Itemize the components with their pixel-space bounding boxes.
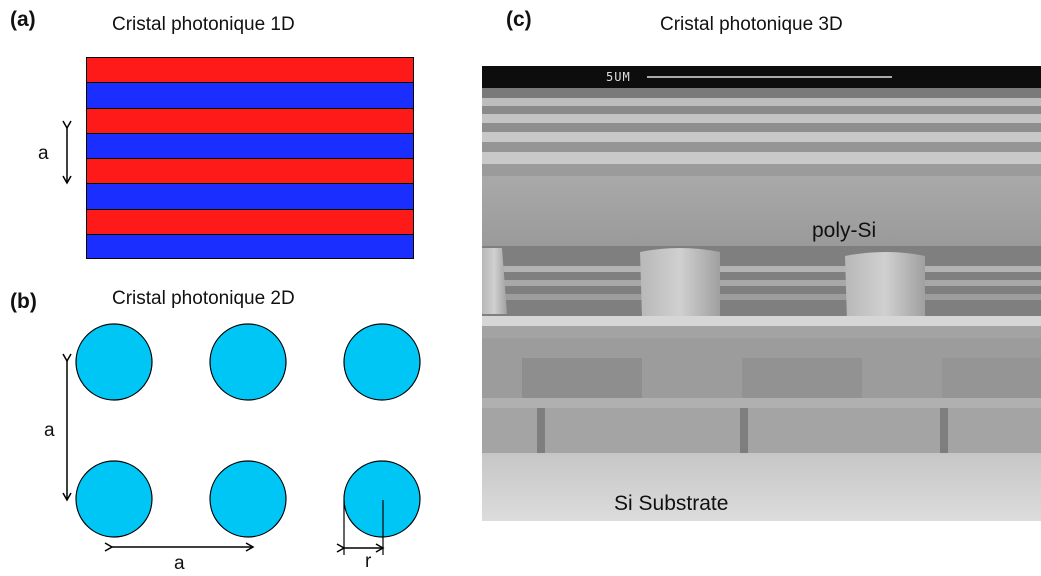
rod	[75, 323, 153, 401]
rod	[75, 460, 153, 538]
panel-c-title: Cristal photonique 3D	[660, 14, 843, 35]
layer-low-index	[87, 234, 413, 258]
rod	[209, 323, 287, 401]
layered-stack	[86, 57, 414, 259]
poly-si-label: poly-Si	[812, 219, 877, 242]
rod	[209, 460, 287, 538]
panel-b-label: (b)	[10, 290, 37, 313]
period-label-1d: a	[38, 143, 49, 164]
vertical-period-label-2d: a	[44, 420, 55, 441]
horizontal-period-label-2d: a	[174, 553, 185, 574]
panel-b-title: Cristal photonique 2D	[112, 288, 295, 309]
panel-a-label: (a)	[10, 8, 36, 31]
layer-high-index	[87, 209, 413, 235]
layer-low-index	[87, 184, 413, 210]
rod	[343, 323, 421, 401]
rod	[343, 460, 421, 538]
substrate-label: Si Substrate	[614, 492, 729, 515]
layer-low-index	[87, 83, 413, 109]
scale-bar-label: 5UM	[606, 70, 631, 84]
panel-a-title: Cristal photonique 1D	[112, 14, 295, 35]
radius-label: r	[365, 551, 372, 572]
rod-lattice	[75, 323, 421, 538]
layer-high-index	[87, 58, 413, 84]
layer-high-index	[87, 159, 413, 185]
layer-high-index	[87, 108, 413, 134]
panel-c-label: (c)	[506, 8, 532, 31]
layer-low-index	[87, 133, 413, 159]
diagram-overlay	[62, 120, 421, 555]
sem-micrograph	[482, 66, 1041, 521]
